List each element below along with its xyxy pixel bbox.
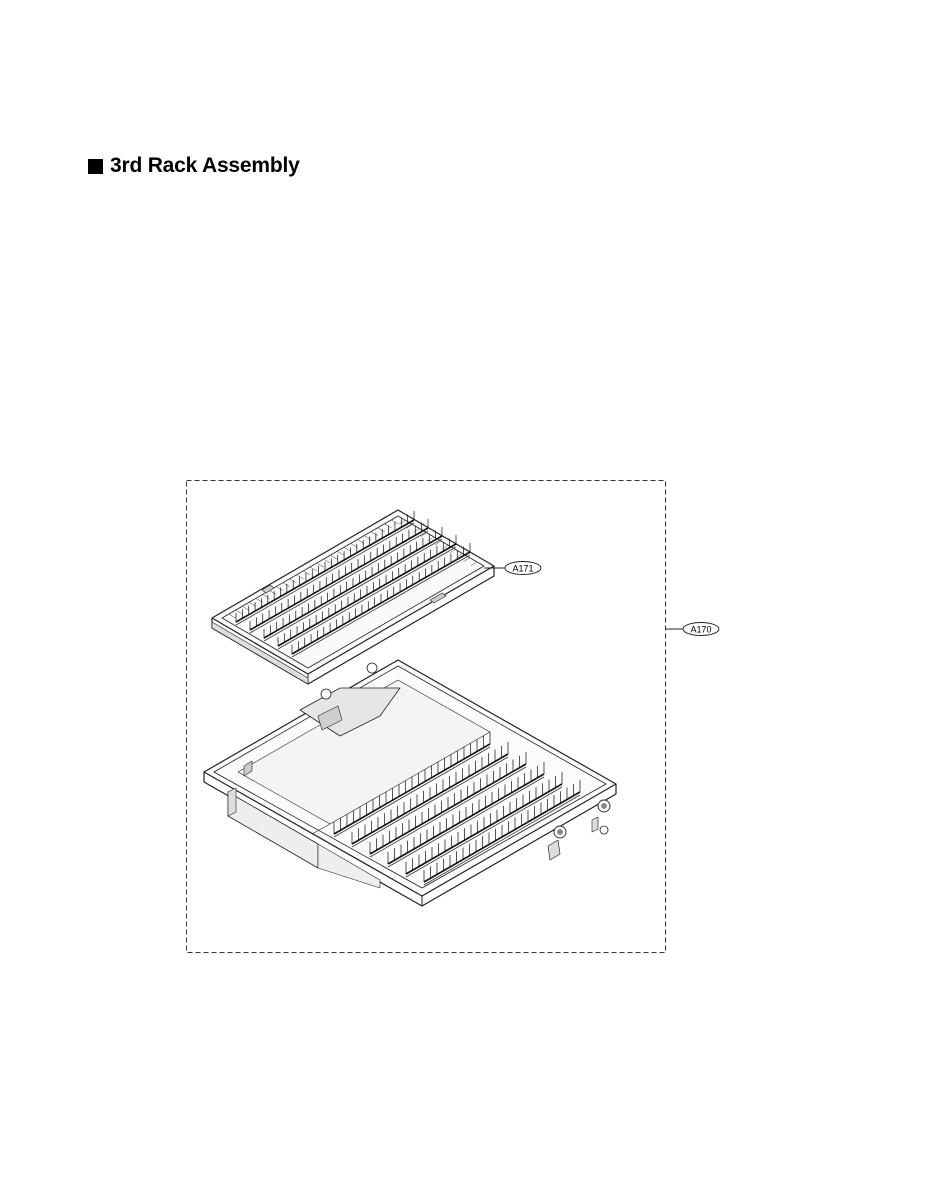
section-heading: 3rd Rack Assembly (88, 154, 300, 178)
callout-a170: A170 (666, 622, 720, 636)
lower-rack-frame (203, 659, 617, 907)
upper-tray (211, 509, 495, 685)
callout-label-a171: A171 (512, 564, 533, 574)
filled-square-icon (88, 158, 103, 174)
assembly-boundary (186, 480, 666, 953)
callout-a171: A171 (484, 561, 542, 575)
section-title: 3rd Rack Assembly (110, 154, 300, 177)
callout-label-a170: A170 (690, 625, 711, 635)
